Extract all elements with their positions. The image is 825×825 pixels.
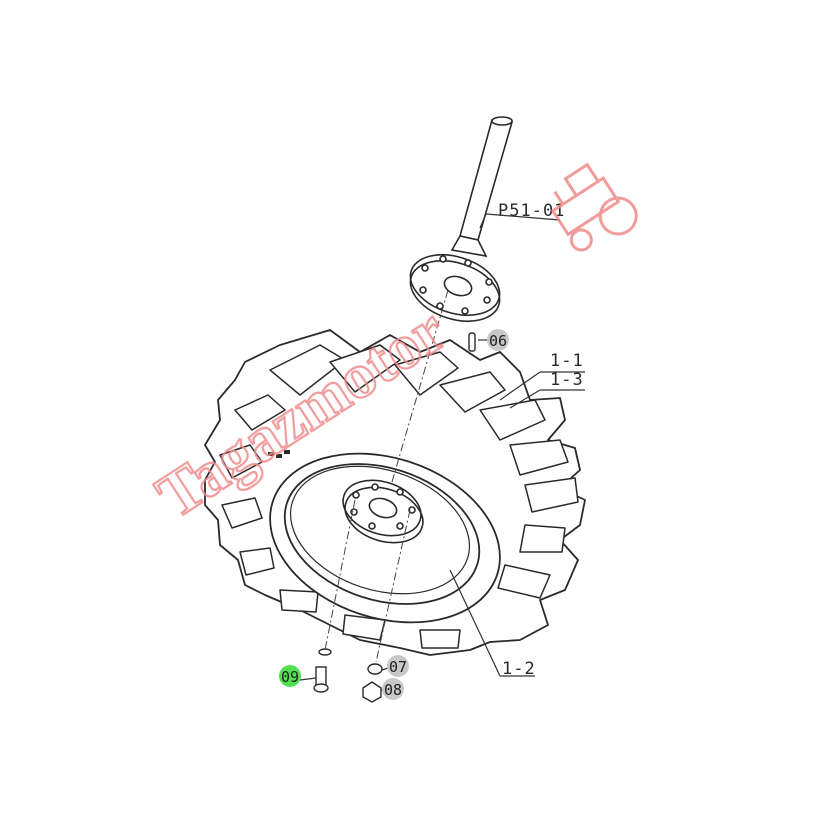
callout-09-text: 09: [281, 668, 299, 686]
label-tire-1: 1-1: [550, 351, 584, 371]
washer-07: [367, 663, 383, 675]
callout-06-text: 06: [489, 332, 507, 350]
tractor-logo-icon: [550, 162, 638, 252]
label-rim: 1-2: [502, 659, 536, 679]
wheel-hub: [342, 479, 424, 544]
tire-tread-lugs: [219, 344, 579, 649]
callout-09: 09: [279, 665, 301, 687]
axle-shaft: [450, 116, 514, 258]
axle-flange: [409, 254, 501, 322]
callout-07: 07: [387, 655, 409, 677]
callout-06: 06: [487, 329, 509, 351]
tire-valve-mark: [268, 450, 290, 458]
label-tire-3: 1-3: [550, 370, 584, 390]
stud-06: [468, 332, 476, 352]
nut-08: [362, 681, 382, 703]
bolt-09: [313, 648, 332, 693]
assembly-centerlines: [324, 289, 449, 663]
callout-08: 08: [382, 678, 404, 700]
callout-08-text: 08: [384, 681, 402, 699]
callout-07-text: 07: [389, 658, 407, 676]
label-shaft: P51-01: [498, 201, 565, 221]
